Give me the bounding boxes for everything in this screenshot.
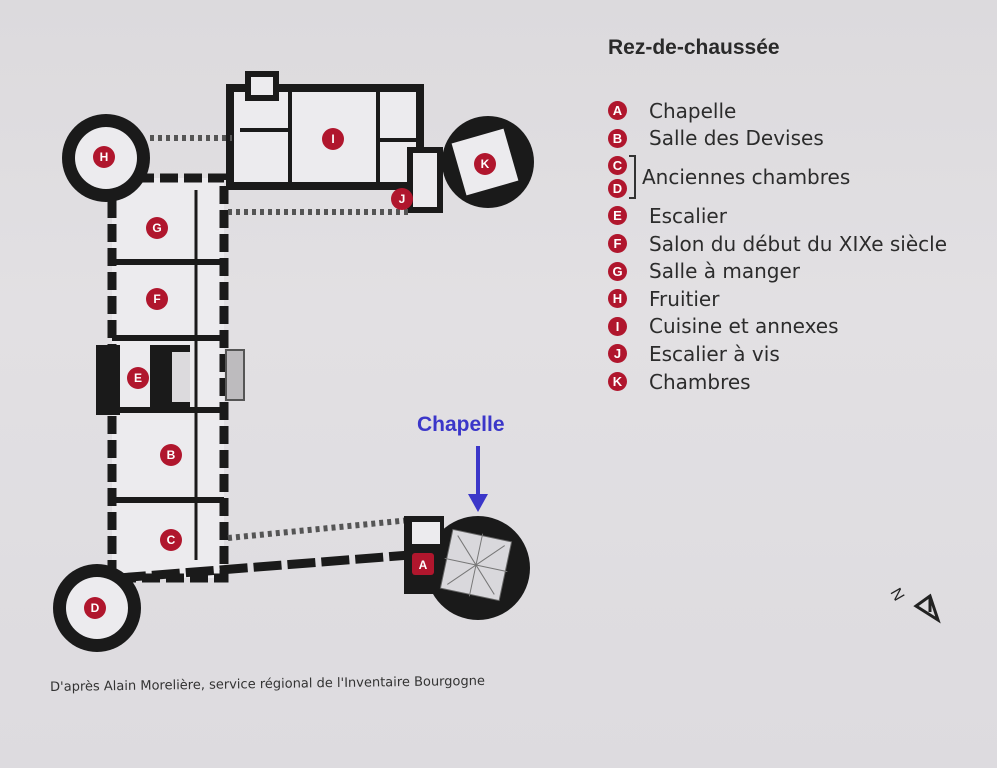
- marker-c: C: [160, 529, 182, 551]
- legend-label: Chapelle: [649, 98, 737, 123]
- marker-b: B: [160, 444, 182, 466]
- marker-k: K: [474, 153, 496, 175]
- legend-item-b: B Salle des Devises: [608, 125, 947, 153]
- svg-text:E: E: [134, 371, 142, 385]
- legend-item-k: K Chambres: [608, 368, 947, 396]
- legend-label: Salle à manger: [649, 259, 800, 284]
- badge-c: C: [608, 156, 627, 176]
- tower-chapel: [404, 516, 530, 620]
- marker-g: G: [146, 217, 168, 239]
- legend-item-g: G Salle à manger: [608, 257, 947, 285]
- legend-item-i: I Cuisine et annexes: [608, 313, 947, 341]
- badge-f: F: [608, 234, 627, 254]
- marker-e: E: [127, 367, 149, 389]
- legend-item-a: A Chapelle: [608, 97, 947, 125]
- legend-label: Salon du début du XIXe siècle: [649, 231, 948, 256]
- legend-item-j: J Escalier à vis: [608, 340, 947, 368]
- legend-label: Escalier: [649, 203, 727, 228]
- legend: A Chapelle B Salle des Devises C D Ancie…: [608, 97, 947, 395]
- marker-i: I: [322, 128, 344, 150]
- legend-item-f: F Salon du début du XIXe siècle: [608, 230, 947, 258]
- legend-label: Anciennes chambres: [642, 165, 851, 190]
- badge-j: J: [608, 344, 627, 364]
- legend-label: Chambres: [649, 369, 751, 394]
- marker-j: J: [391, 188, 413, 210]
- plan-markers: A B C D E F G H I J K: [84, 128, 496, 619]
- badge-d: D: [608, 179, 627, 199]
- legend-item-h: H Fruitier: [608, 285, 947, 313]
- badge-b: B: [608, 128, 627, 148]
- bracket-icon: [629, 155, 636, 200]
- badge-h: H: [608, 289, 627, 309]
- marker-f: F: [146, 288, 168, 310]
- badge-a: A: [608, 101, 627, 121]
- west-wing: [96, 173, 245, 583]
- compass-icon: N: [887, 586, 941, 624]
- svg-text:C: C: [167, 533, 176, 547]
- chapelle-arrow: [468, 446, 488, 512]
- marker-a: A: [412, 553, 434, 575]
- svg-text:I: I: [331, 132, 334, 146]
- compass-letter: N: [887, 586, 908, 605]
- legend-item-e: E Escalier: [608, 202, 947, 230]
- svg-text:F: F: [153, 292, 160, 306]
- legend-label: Cuisine et annexes: [649, 314, 839, 339]
- legend-title: Rez-de-chaussée: [608, 36, 780, 59]
- svg-text:J: J: [399, 192, 406, 206]
- badge-e: E: [608, 206, 627, 226]
- legend-label: Salle des Devises: [649, 126, 824, 151]
- legend-label: Escalier à vis: [649, 341, 780, 366]
- legend-item-cd: C D Anciennes chambres: [608, 155, 947, 200]
- svg-text:K: K: [481, 157, 490, 171]
- marker-h: H: [93, 146, 115, 168]
- chapelle-annotation: Chapelle: [417, 413, 505, 436]
- svg-text:A: A: [419, 558, 428, 572]
- south-wall: [117, 550, 411, 583]
- marker-d: D: [84, 597, 106, 619]
- curtain-walls: [150, 135, 411, 541]
- legend-label: Fruitier: [649, 286, 720, 311]
- badge-g: G: [608, 261, 627, 281]
- badge-i: I: [608, 316, 627, 336]
- svg-text:D: D: [91, 601, 100, 615]
- svg-text:H: H: [100, 150, 109, 164]
- badge-k: K: [608, 372, 627, 392]
- svg-text:G: G: [152, 221, 161, 235]
- svg-text:B: B: [167, 448, 176, 462]
